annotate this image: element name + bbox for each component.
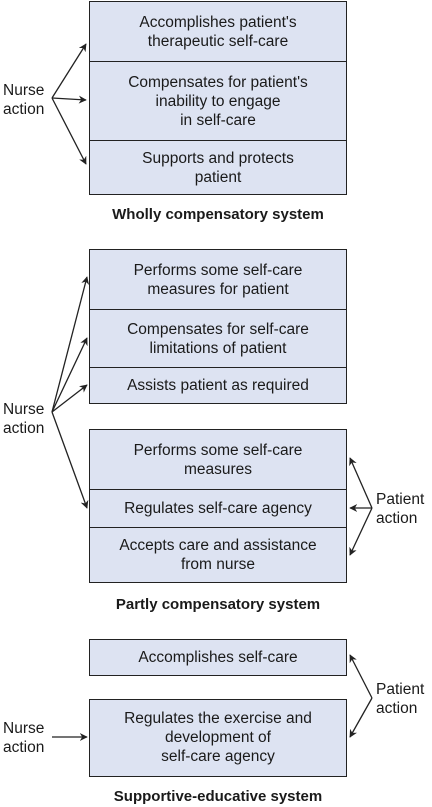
partly-nurse-action-label: Nurse action (3, 401, 45, 437)
partly-row-assists: Assists patient as required (127, 377, 309, 394)
partly-row-performs-measures: Performs some self-care measures (133, 441, 303, 478)
divider (90, 527, 346, 528)
supportive-regulates-box: Regulates the exercise and development o… (89, 699, 347, 777)
wholly-row-supports: Supports and protects patient (142, 149, 294, 186)
partly-row-performs-for-patient: Performs some self-care measures for pat… (133, 261, 303, 298)
supportive-nurse-action-label: Nurse action (3, 720, 45, 756)
divider (90, 140, 346, 141)
partly-patient-arrows (349, 457, 373, 556)
wholly-caption: Wholly compensatory system (112, 206, 324, 223)
partly-row-regulates: Regulates self-care agency (124, 500, 312, 517)
supportive-patient-action-label: Patient action (376, 681, 425, 717)
wholly-compensatory-box: Accomplishes patient's therapeutic self-… (89, 1, 347, 195)
partly-row-compensates: Compensates for self-care limitations of… (127, 320, 309, 357)
wholly-row-accomplishes: Accomplishes patient's therapeutic self-… (139, 13, 297, 50)
supportive-row-accomplishes: Accomplishes self-care (138, 648, 298, 666)
supportive-caption: Supportive-educative system (113, 788, 323, 805)
supportive-patient-arrows (349, 654, 373, 738)
supportive-self-care-box: Accomplishes self-care (89, 639, 347, 676)
partly-nurse-box: Performs some self-care measures for pat… (89, 249, 347, 404)
partly-caption: Partly compensatory system (115, 596, 321, 613)
divider (90, 489, 346, 490)
divider (90, 367, 346, 368)
wholly-nurse-action-label: Nurse action (3, 82, 45, 118)
wholly-row-compensates: Compensates for patient's inability to e… (128, 73, 308, 129)
divider (90, 309, 346, 310)
supportive-row-regulates: Regulates the exercise and development o… (124, 710, 312, 765)
wholly-nurse-arrows (51, 43, 87, 165)
partly-patient-box: Performs some self-care measures Regulat… (89, 429, 347, 583)
partly-row-accepts: Accepts care and assistance from nurse (119, 537, 317, 573)
divider (90, 61, 346, 62)
partly-patient-action-label: Patient action (376, 491, 425, 527)
partly-nurse-arrows (51, 276, 90, 509)
